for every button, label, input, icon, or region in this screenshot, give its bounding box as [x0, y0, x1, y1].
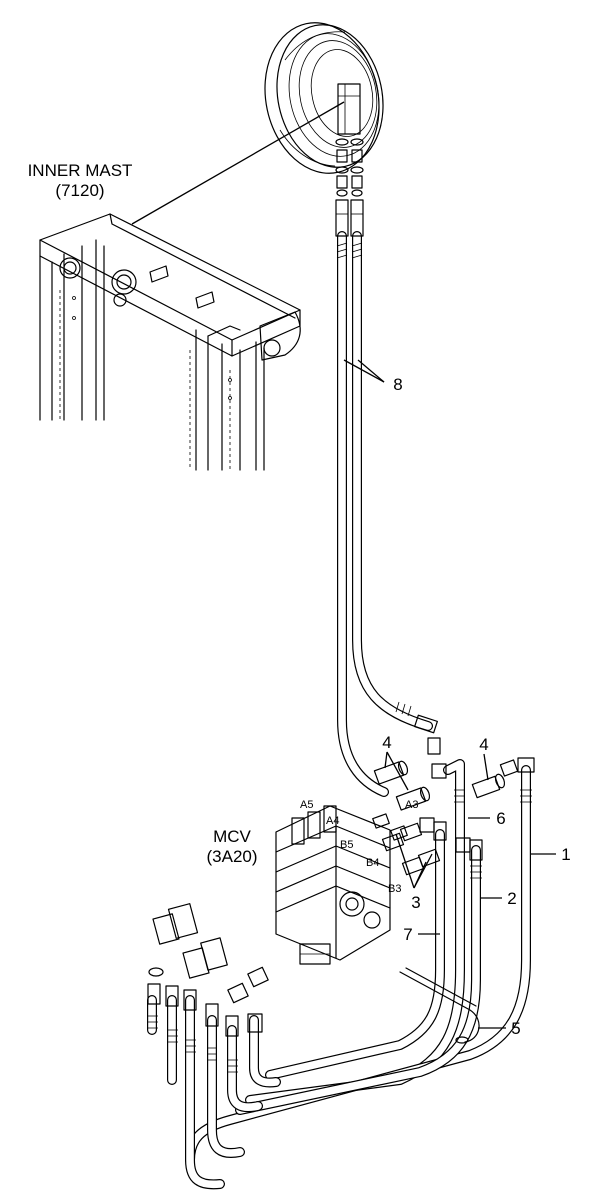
port-a4-label: A4 [326, 815, 339, 827]
callout-3: 3 [411, 893, 420, 912]
inner-mast-label: INNER MAST [28, 161, 133, 180]
hose-reel-pulley [264, 22, 384, 174]
port-b5-label: B5 [340, 839, 353, 851]
mcv-valve-block [275, 805, 391, 965]
callout-5: 5 [511, 1019, 520, 1038]
callout-2: 2 [507, 889, 516, 908]
hose-8 [335, 199, 441, 797]
callout-8: 8 [393, 375, 402, 394]
callout-6: 6 [496, 809, 505, 828]
reel-swivel-fittings [335, 138, 364, 197]
callout-4-left: 4 [382, 733, 391, 752]
hose-2 [235, 837, 483, 1115]
callout-4-right: 4 [479, 735, 488, 754]
callout-leaders [343, 359, 556, 1029]
fitting-4-right [471, 759, 519, 799]
mcv-label: MCV [213, 827, 251, 846]
inner-mast-code: (7120) [55, 181, 104, 200]
fittings-4-left [372, 760, 431, 841]
inner-mast-leader [131, 101, 345, 225]
mcv-code: (3A20) [206, 847, 257, 866]
callout-1: 1 [561, 845, 570, 864]
left-end-fittings [147, 903, 269, 1073]
port-a5-label: A5 [300, 799, 313, 811]
hose-1 [185, 757, 535, 1165]
port-a3-label: A3 [405, 799, 418, 811]
callout-7: 7 [403, 925, 412, 944]
fittings-3 [381, 822, 441, 876]
inner-mast [39, 213, 301, 471]
hose-clamp-5 [399, 967, 480, 1044]
lower-hose-bundle [147, 995, 281, 1190]
hose-7 [265, 817, 447, 1080]
hose-6 [245, 759, 465, 1105]
port-b4-label: B4 [366, 857, 379, 869]
port-b3-label: B3 [388, 883, 401, 895]
